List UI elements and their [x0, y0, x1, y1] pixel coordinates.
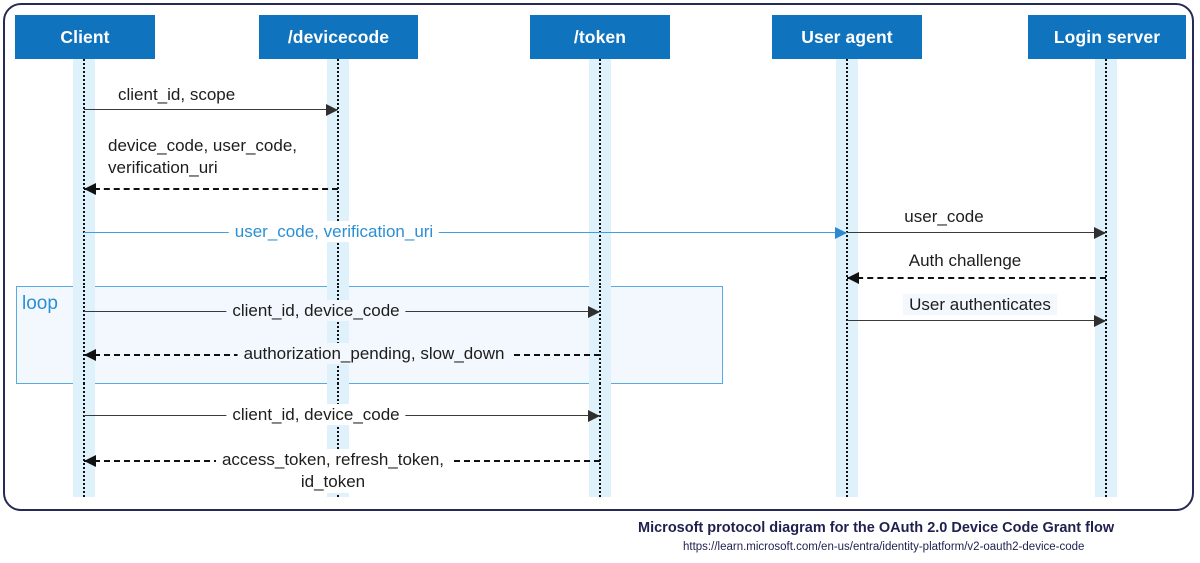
arrowhead-m1	[326, 104, 338, 116]
message-label-m2: device_code, user_code, verification_uri	[102, 135, 304, 179]
lifeline-overlay-client	[83, 286, 85, 384]
lifeline-overlay-devicecode	[337, 286, 339, 384]
message-line-m6	[847, 277, 1106, 279]
lifeline-token	[599, 59, 601, 497]
arrowhead-m6	[847, 272, 859, 284]
message-label-m5: client_id, device_code	[226, 300, 406, 321]
loop-fragment-label: loop	[22, 293, 58, 314]
message-line-m3	[84, 232, 847, 233]
arrowhead-m10	[84, 455, 96, 467]
message-label-m7: authorization_pending, slow_down	[237, 343, 511, 364]
participant-box-useragent[interactable]: User agent	[772, 15, 922, 59]
message-line-m2	[84, 188, 338, 190]
lifeline-client	[83, 59, 85, 497]
message-label-m4: user_code	[898, 206, 990, 227]
arrowhead-m8	[1094, 315, 1106, 327]
participant-box-token[interactable]: /token	[530, 15, 670, 59]
message-label-m1: client_id, scope	[112, 84, 242, 105]
message-label-m10: access_token, refresh_token, id_token	[215, 449, 451, 493]
message-label-m9: client_id, device_code	[226, 404, 406, 425]
arrowhead-m4	[1094, 227, 1106, 239]
participant-box-client[interactable]: Client	[15, 15, 155, 59]
arrowhead-m7	[84, 349, 96, 361]
lifeline-overlay-token	[599, 286, 601, 384]
message-label-m8: User authenticates	[903, 294, 1057, 315]
message-label-m3: user_code, verification_uri	[228, 221, 440, 242]
caption-title: Microsoft protocol diagram for the OAuth…	[638, 520, 1115, 536]
participant-box-loginserver[interactable]: Login server	[1028, 15, 1186, 59]
arrowhead-m2	[84, 183, 96, 195]
message-label-m6: Auth challenge	[902, 250, 1028, 271]
caption-url: https://learn.microsoft.com/en-us/entra/…	[683, 541, 1085, 553]
participant-box-devicecode[interactable]: /devicecode	[259, 15, 418, 59]
arrowhead-m9	[588, 410, 600, 422]
message-line-m1	[84, 109, 338, 110]
arrowhead-m5	[588, 306, 600, 318]
lifeline-loginserver	[1105, 59, 1107, 497]
message-line-m8	[847, 320, 1106, 321]
message-line-m4	[847, 232, 1106, 233]
arrowhead-m3	[835, 227, 847, 239]
lifeline-devicecode	[337, 59, 339, 497]
